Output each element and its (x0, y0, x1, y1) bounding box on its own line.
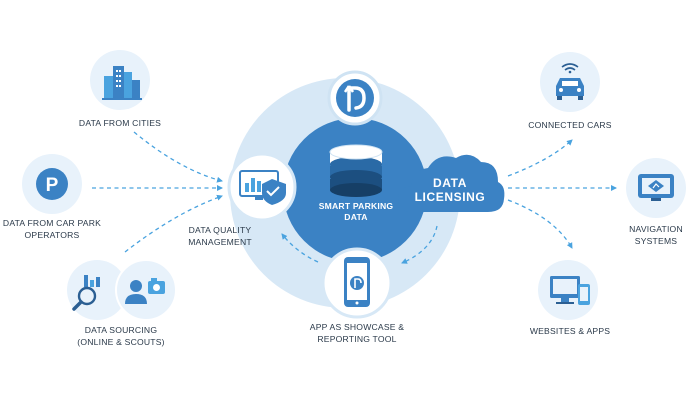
sourcing-analytics-icon (67, 260, 127, 320)
app-label: APP AS SHOWCASE & REPORTING TOOL (309, 322, 405, 344)
cloud-label: DATA LICENSING (414, 176, 486, 204)
operators-label: DATA FROM CAR PARK OPERATORS (2, 218, 102, 240)
svg-text:P: P (46, 175, 59, 196)
websites-apps-icon (538, 260, 598, 320)
database-icon (329, 144, 383, 197)
cloud-shape (398, 154, 505, 212)
arrow-to-websites (507, 199, 573, 249)
navigation-label: NAVIGATION SYSTEMS (629, 224, 683, 246)
web-label: WEBSITES & APPS (529, 326, 611, 336)
arrow-to-connected-cars (507, 139, 573, 177)
flow-arrows (92, 131, 617, 264)
parking-icon: P (22, 154, 82, 214)
connected-car-icon (540, 52, 600, 112)
arrow-app-to-quality (281, 233, 319, 263)
app-phone-icon (321, 247, 393, 319)
cities-label: DATA FROM CITIES (78, 118, 162, 128)
navigation-icon (626, 158, 686, 218)
brand-logo-icon (327, 70, 383, 126)
arrow-cities-to-quality (133, 131, 223, 183)
center-label: SMART PARKING DATA (318, 201, 394, 222)
sourcing-label: DATA SOURCING (ONLINE & SCOUTS) (77, 325, 165, 347)
cars-label: CONNECTED CARS (528, 120, 612, 130)
cities-icon (90, 50, 150, 110)
arrow-cloud-to-app (401, 225, 438, 264)
sourcing-scout-icon (115, 259, 177, 321)
quality-label: DATA QUALITY MANAGEMENT (188, 225, 252, 247)
data-quality-icon (227, 152, 297, 222)
